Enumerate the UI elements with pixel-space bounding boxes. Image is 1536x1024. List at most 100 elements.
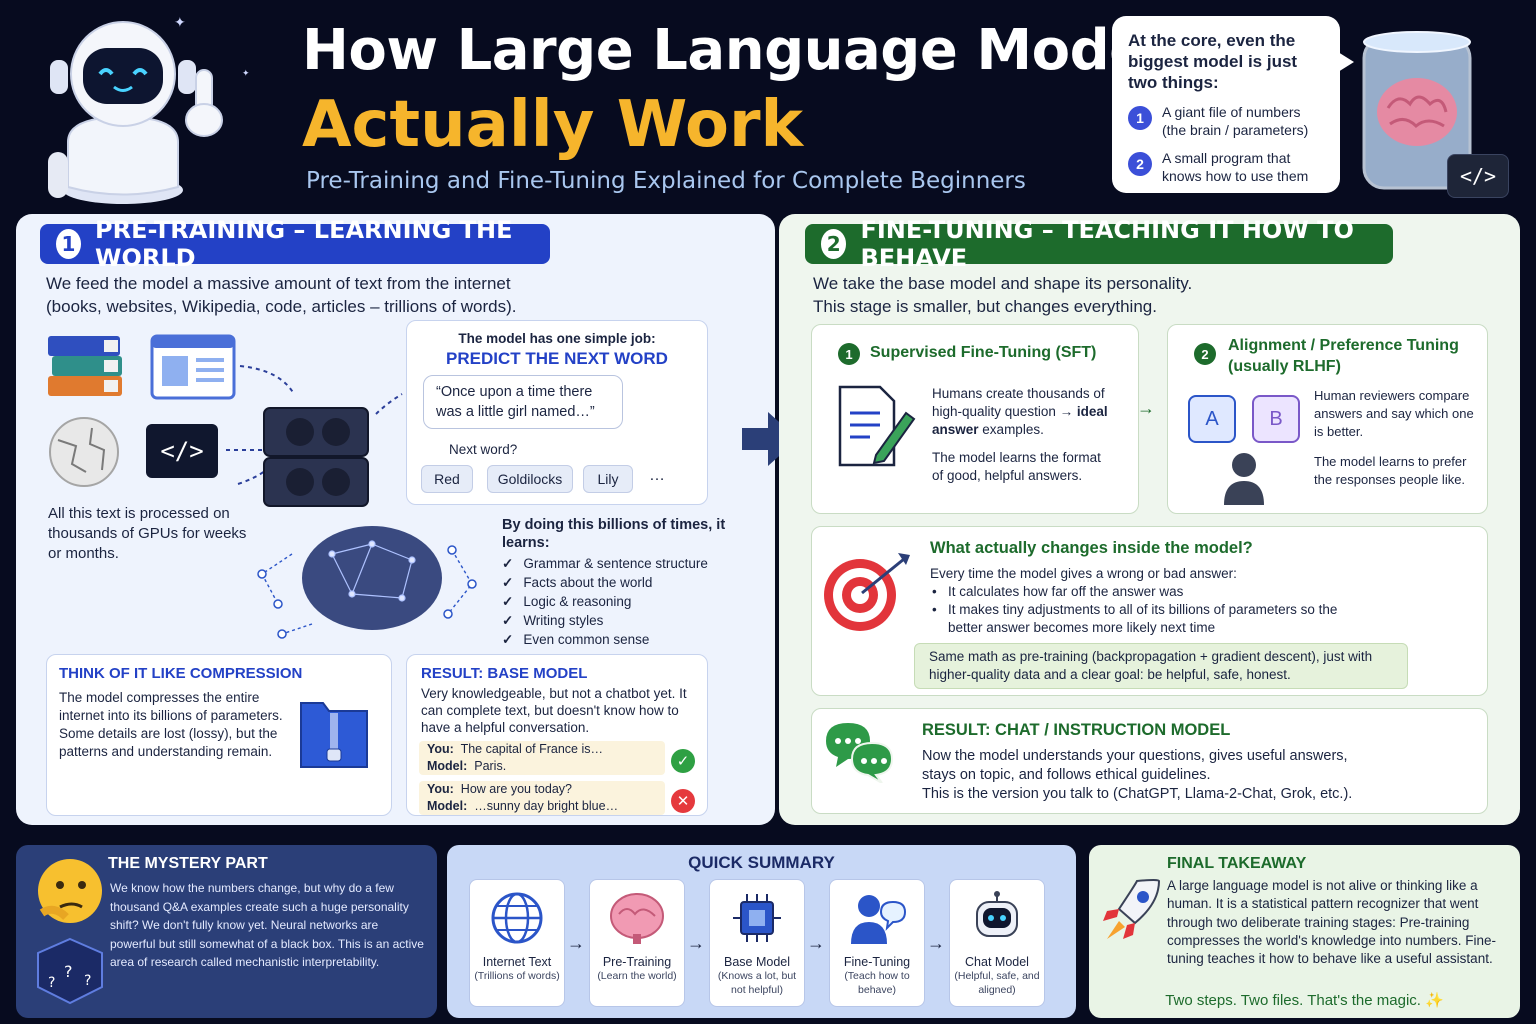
takeaway-title: FINAL TAKEAWAY [1167, 855, 1307, 872]
example-prompt: The capital of France is… [460, 742, 603, 756]
changes-card: What actually changes inside the model? … [811, 526, 1488, 696]
step-sub: (Trillions of words) [474, 970, 560, 982]
step-label: Pre-Training [602, 955, 672, 969]
sft-text-2: The model learns the format of good, hel… [932, 450, 1101, 483]
code-badge: </> [1447, 154, 1509, 198]
prompt-bubble: “Once upon a time there was a little gir… [423, 375, 623, 429]
svg-text:?: ? [64, 962, 73, 981]
code-icon: </> [146, 424, 218, 478]
summary-step: Fine-Tuning (Teach how to behave) [829, 879, 925, 1007]
changes-lead: Every time the model gives a wrong or ba… [930, 566, 1237, 581]
pretraining-intro: We feed the model a massive amount of te… [46, 274, 517, 316]
next-word-card: The model has one simple job: PREDICT TH… [406, 320, 708, 505]
changes-bullet: It makes tiny adjustments to all of its … [930, 601, 1350, 637]
flow-arrows [226, 365, 403, 485]
final-takeaway-panel: FINAL TAKEAWAY A large language model is… [1089, 845, 1520, 1018]
gpu-server-icon [263, 407, 369, 507]
chat-bubbles-icon [826, 723, 894, 783]
you-label: You: [427, 742, 454, 756]
sft-text-part: Humans create thousands of high-quality … [932, 386, 1105, 419]
answer-a-bubble: A [1188, 395, 1236, 443]
arrow-right-icon: → [807, 933, 825, 953]
you-label: You: [427, 782, 454, 796]
step-label: Base Model [723, 955, 790, 969]
section-title: PRE-TRAINING – LEARNING THE WORLD [95, 216, 513, 272]
example-answer: …sunny day bright blue… [474, 799, 619, 813]
learns-list: By doing this billions of times, it lear… [502, 516, 732, 649]
arrow-right-icon: → [687, 933, 705, 953]
word-option: Goldilocks [487, 465, 573, 493]
summary-step: Base Model (Knows a lot, but not helpful… [709, 879, 805, 1007]
result-text: Now the model understands your questions… [922, 748, 1348, 783]
check-icon: ✓ [671, 749, 695, 773]
core-item-text: A small program that knows how to use th… [1162, 150, 1309, 184]
model-label: Model: [427, 759, 468, 773]
job-heading: The model has one simple job: [458, 331, 656, 346]
word-option: Red [421, 465, 473, 493]
summary-step: Chat Model (Helpful, safe, and aligned) [949, 879, 1045, 1007]
mystery-text: We know how the numbers change, but why … [110, 881, 424, 969]
changes-bullet: It calculates how far off the answer was [930, 583, 1350, 601]
books-icon [48, 336, 122, 396]
chat-model-result-card: RESULT: CHAT / INSTRUCTION MODEL Now the… [811, 708, 1488, 814]
summary-step: Pre-Training (Learn the world) [589, 879, 685, 1007]
compression-title: THINK OF IT LIKE COMPRESSION [59, 665, 303, 682]
takeaway-tagline: Two steps. Two files. That's the magic. … [1165, 992, 1444, 1009]
finetuning-intro-2: This stage is smaller, but changes every… [813, 297, 1157, 316]
finetuning-intro: We take the base model and shape its per… [813, 274, 1193, 293]
rlhf-text: Human reviewers compare answers and say … [1314, 388, 1474, 439]
stage-arrow-icon [742, 412, 798, 466]
number-badge: 1 [838, 343, 860, 365]
page-title: How Large Language Models [302, 18, 1199, 83]
example-answer: Paris. [474, 759, 507, 773]
wikipedia-globe-icon [49, 417, 119, 487]
chip-icon [733, 894, 781, 942]
result-title: RESULT: CHAT / INSTRUCTION MODEL [922, 721, 1231, 739]
compression-card: THINK OF IT LIKE COMPRESSION The model c… [46, 654, 392, 816]
rlhf-title: Alignment / Preference Tuning (usually R… [1228, 337, 1459, 375]
sft-title: Supervised Fine-Tuning (SFT) [870, 344, 1097, 361]
gpu-description: All this text is processed on thousands … [48, 505, 247, 562]
number-badge: 2 [821, 229, 847, 259]
takeaway-text: A large language model is not alive or t… [1167, 878, 1496, 967]
step-label: Internet Text [482, 955, 552, 969]
learns-item: Grammar & sentence structure [502, 554, 732, 573]
learns-heading: By doing this billions of times, it lear… [502, 517, 726, 551]
example-bad: You: How are you today? Model: …sunny da… [419, 781, 665, 815]
mystery-panel: ??? THE MYSTERY PART We know how the num… [16, 845, 437, 1018]
finetuning-header: 2 FINE-TUNING – TEACHING IT HOW TO BEHAV… [805, 216, 1393, 272]
more-options: … [649, 467, 665, 484]
rocket-icon [1103, 879, 1161, 939]
changes-note: Same math as pre-training (backpropagati… [914, 643, 1408, 689]
example-good: You: The capital of France is… Model: Pa… [419, 741, 665, 775]
brain-jar-icon [1362, 31, 1472, 190]
step-sub: (Learn the world) [597, 970, 677, 982]
number-badge: 1 [1128, 106, 1152, 130]
step-sub: (Knows a lot, but not helpful) [717, 970, 797, 996]
document-pencil-icon [838, 385, 916, 467]
model-label: Model: [427, 799, 468, 813]
rlhf-card: 2 Alignment / Preference Tuning (usually… [1167, 324, 1488, 514]
pretraining-header: 1 PRE-TRAINING – LEARNING THE WORLD [40, 216, 550, 272]
compression-text: The model compresses the entire internet… [59, 690, 283, 759]
result-text-2: This is the version you talk to (ChatGPT… [922, 786, 1353, 802]
page-title-highlight: Actually Work [302, 88, 804, 162]
core-heading: At the core, even the biggest model is j… [1128, 31, 1298, 92]
section-title: FINE-TUNING – TEACHING IT HOW TO BEHAVE [860, 216, 1354, 272]
number-badge: 2 [1194, 343, 1216, 365]
core-item: 1 A giant file of numbers (the brain / p… [1128, 103, 1324, 139]
number-badge: 1 [56, 229, 82, 259]
core-item-text: A giant file of numbers (the brain / par… [1162, 104, 1309, 138]
sparkle-icon: ✦ [174, 14, 186, 30]
page-subtitle: Pre-Training and Fine-Tuning Explained f… [306, 168, 1026, 194]
learns-item: Even common sense [502, 630, 732, 649]
answer-b-bubble: B [1252, 395, 1300, 443]
neural-brain-icon [257, 526, 477, 639]
svg-text:?: ? [84, 973, 91, 989]
teacher-chat-icon [851, 895, 907, 944]
sft-card: 1 Supervised Fine-Tuning (SFT) Humans cr… [811, 324, 1139, 514]
step-sub: (Helpful, safe, and aligned) [954, 970, 1040, 996]
arrow-right-icon: → [1137, 398, 1155, 418]
sparkle-icon: ✦ [242, 68, 250, 78]
changes-title: What actually changes inside the model? [930, 539, 1253, 557]
